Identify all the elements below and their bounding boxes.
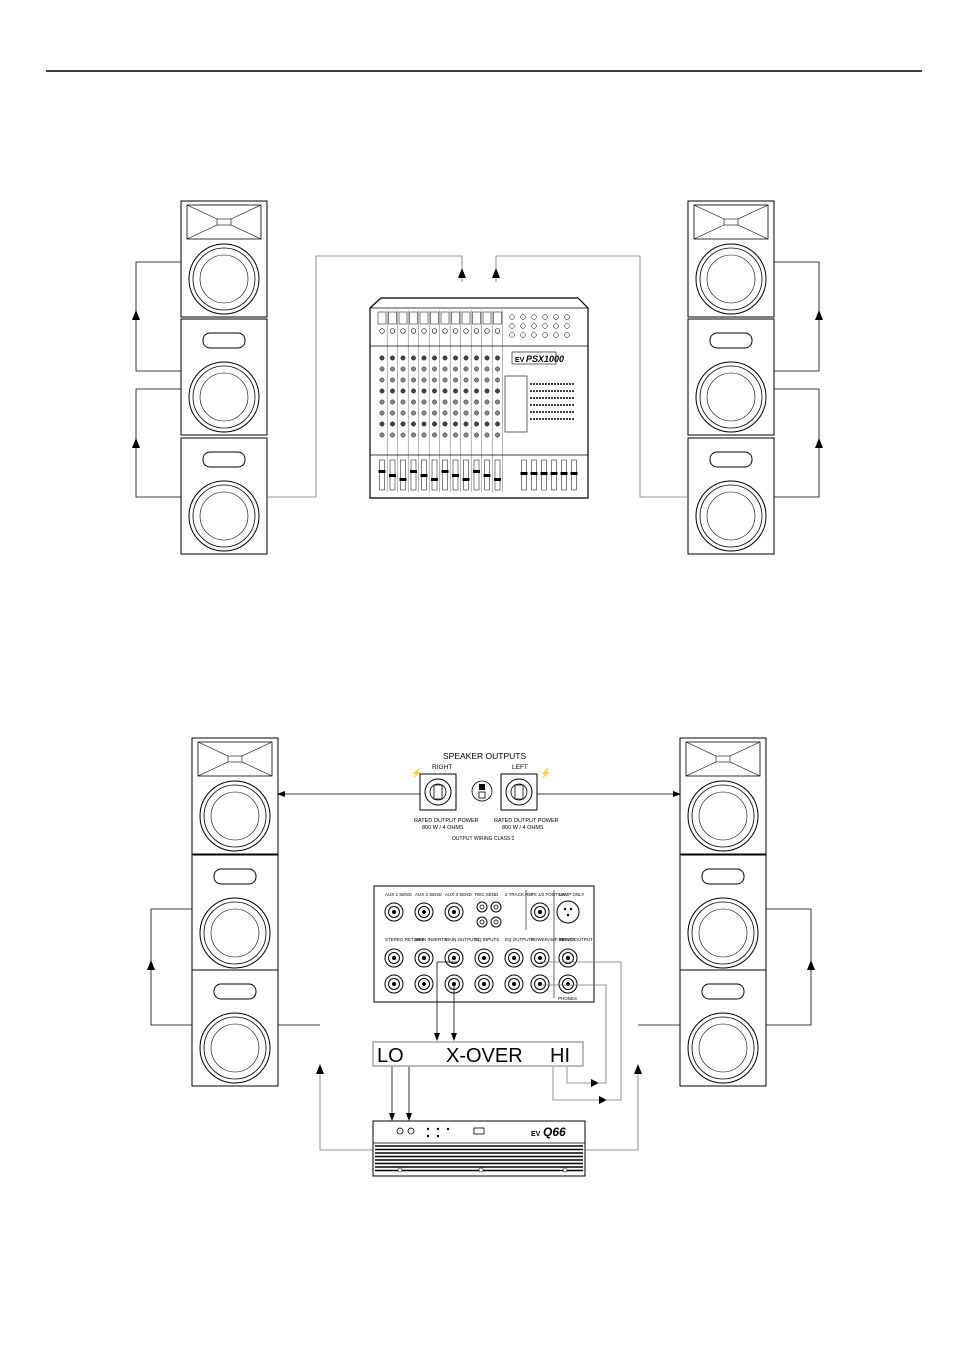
left-label: LEFT	[512, 764, 528, 771]
jack-socket	[530, 902, 550, 922]
mixer-brand: EV	[515, 357, 525, 364]
power-spec-left: 800 W / 4 OHMS	[502, 825, 544, 831]
jack-socket	[414, 902, 434, 922]
mixer-logo-badge	[511, 351, 557, 365]
jack-label-top: REC SEND	[475, 892, 499, 897]
jack-socket	[384, 974, 404, 994]
amp-brand: EV	[531, 1131, 541, 1138]
jack-socket	[384, 902, 404, 922]
q66-amplifier: EV Q66	[372, 1120, 586, 1177]
mixer-channel-strips	[377, 310, 578, 492]
jack-socket	[414, 948, 434, 968]
amp-model: Q66	[543, 1125, 566, 1139]
xover-hi-label: HI	[550, 1045, 570, 1067]
wiring-note: OUTPUT WIRING CLASS 2	[452, 836, 515, 842]
psx1000-mixer: EV PSX1000	[369, 297, 589, 499]
jack-socket	[530, 948, 550, 968]
amp-switch	[473, 1127, 485, 1135]
amp-power-knob	[396, 1127, 404, 1135]
xover-title: X-OVER	[446, 1045, 523, 1067]
rated-power-right: RATED OUTPUT POWER	[414, 818, 479, 824]
speaker-stack-left-1	[180, 200, 268, 555]
amp-led-2	[436, 1127, 440, 1131]
jack-label-mid: STEREO RETURN	[385, 937, 424, 942]
jack-socket	[558, 948, 578, 968]
jack-socket	[558, 974, 578, 994]
link-cables-right-1	[774, 261, 823, 498]
speakon-connector-left	[505, 778, 533, 806]
jack-socket	[384, 948, 404, 968]
jack-socket	[474, 948, 494, 968]
rca-socket	[476, 901, 488, 913]
rca-socket	[490, 901, 502, 913]
jack-label-top: 2 TRACK RET	[505, 892, 534, 897]
rated-power-left: RATED OUTPUT POWER	[494, 818, 559, 824]
jack-socket	[414, 974, 434, 994]
jack-label-top: FX 1/2 FOOTSW	[531, 892, 566, 897]
link-cables-left-1	[132, 261, 181, 498]
jack-socket	[444, 902, 464, 922]
xlr-socket	[556, 900, 580, 924]
mixer-model: PSX1000	[526, 354, 564, 364]
amp-led-4	[426, 1134, 430, 1138]
amp-led-5	[436, 1134, 440, 1138]
speakon-connector-right	[424, 778, 452, 806]
jack-socket	[444, 948, 464, 968]
right-label: RIGHT	[432, 764, 452, 771]
crossover-unit: LO X-OVER HI	[372, 1041, 584, 1067]
jack-label-mid: EQ INPUTS	[475, 937, 499, 942]
jack-socket	[474, 974, 494, 994]
jack-socket	[504, 974, 524, 994]
lightning-icon-right: ⚡	[411, 767, 422, 779]
speaker-stack-right-1	[687, 200, 775, 555]
jack-socket	[530, 974, 550, 994]
jack-label-mid: EQ OUTPUTS	[505, 937, 534, 942]
rca-socket	[476, 916, 488, 928]
jack-socket	[504, 948, 524, 968]
speaker-stack-right-2	[679, 737, 767, 1087]
jack-label-top: AUX 2 SEND	[415, 892, 443, 897]
amp-led-1	[426, 1127, 430, 1131]
link-cables-right-2	[766, 908, 815, 1026]
amp-heatsink	[375, 1145, 583, 1173]
power-spec-right: 800 W / 4 OHMS	[422, 825, 464, 831]
lightning-icon-left: ⚡	[540, 767, 551, 779]
jack-label-mid: MAIN OUTPUTS	[445, 937, 479, 942]
speaker-outputs-title: SPEAKER OUTPUTS	[443, 751, 526, 761]
link-cables-left-2	[147, 908, 192, 1026]
signal-cables-2	[278, 961, 680, 1151]
jack-label-top: AUX 1 SEND	[385, 892, 413, 897]
xover-lo-label: LO	[377, 1045, 404, 1067]
jack-label-top: LAMP ONLY	[559, 892, 584, 897]
amp-gain-knob-a	[407, 1127, 415, 1135]
rca-socket	[490, 916, 502, 928]
amp-led-3	[446, 1127, 450, 1131]
jack-label-mid: MAIN INSERTS	[415, 937, 447, 942]
phones-label: PHONES	[558, 996, 577, 1001]
pinout-icon	[471, 780, 493, 802]
speaker-stack-left-2	[191, 737, 279, 1087]
jack-label-mid: MONO OUTPUT	[559, 937, 593, 942]
speaker-outputs-panel: SPEAKER OUTPUTS RIGHT LEFT ⚡ ⚡ RATED OUT…	[411, 751, 559, 842]
jack-label-top: AUX 3 SEND	[445, 892, 473, 897]
mixer-feed-cables	[267, 255, 688, 498]
jack-label-mid: POWERAMP INPUTS	[531, 937, 575, 942]
